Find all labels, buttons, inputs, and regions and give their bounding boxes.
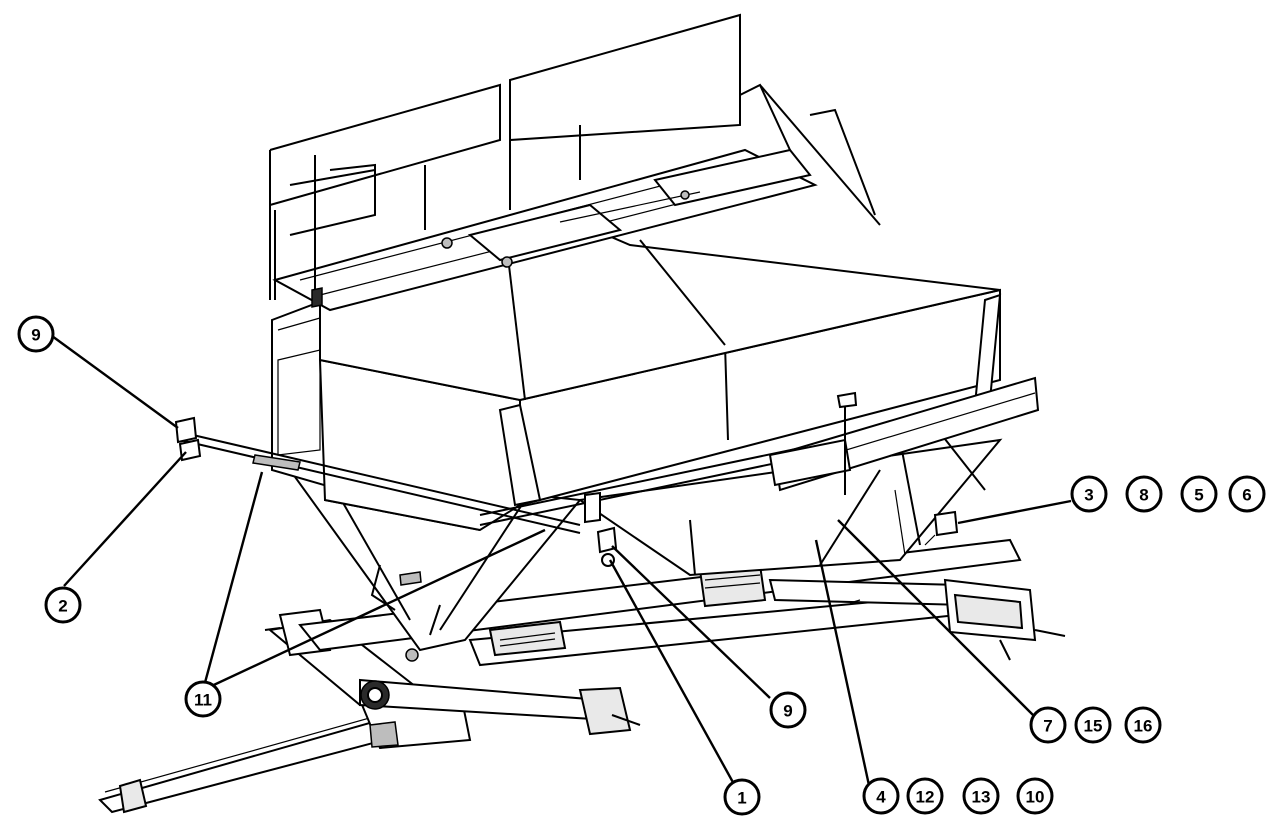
callout-12: 12 <box>906 777 944 815</box>
callout-3: 3 <box>1070 475 1108 513</box>
sensor-block-right <box>924 510 959 546</box>
callout-4: 4 <box>862 777 900 815</box>
svg-text:11: 11 <box>194 691 212 710</box>
svg-text:2: 2 <box>58 597 67 616</box>
svg-text:8: 8 <box>1139 486 1148 505</box>
svg-text:4: 4 <box>876 788 886 807</box>
rear-axle <box>768 537 1066 661</box>
svg-text:13: 13 <box>972 788 991 807</box>
callout-9-center: 9 <box>769 691 807 729</box>
callout-6: 6 <box>1228 475 1266 513</box>
legs-and-braces <box>498 293 1002 546</box>
svg-text:1: 1 <box>737 789 746 808</box>
callout-15: 15 <box>1074 706 1112 744</box>
svg-text:15: 15 <box>1084 717 1103 736</box>
svg-text:3: 3 <box>1084 486 1093 505</box>
side-distribution-pipe <box>768 376 1040 495</box>
svg-text:10: 10 <box>1026 788 1045 807</box>
callout-8: 8 <box>1125 475 1163 513</box>
svg-text:9: 9 <box>31 326 40 345</box>
svg-text:6: 6 <box>1242 486 1251 505</box>
sensor-block-left <box>174 416 202 462</box>
svg-text:5: 5 <box>1194 486 1203 505</box>
callout-2: 2 <box>44 586 82 624</box>
callout-13: 13 <box>962 777 1000 815</box>
callout-16: 16 <box>1124 706 1162 744</box>
callout-5: 5 <box>1180 475 1218 513</box>
svg-text:12: 12 <box>916 788 935 807</box>
svg-text:7: 7 <box>1043 717 1052 736</box>
callout-10: 10 <box>1016 777 1054 815</box>
callout-9-left: 9 <box>17 315 55 353</box>
leader-lines <box>51 335 1072 796</box>
svg-text:16: 16 <box>1134 717 1153 736</box>
callout-11: 11 <box>184 680 222 718</box>
callout-7: 7 <box>1029 706 1067 744</box>
callout-1: 1 <box>723 778 761 816</box>
fill-rail-bar <box>179 431 581 534</box>
svg-text:9: 9 <box>783 702 792 721</box>
guard-rails <box>269 13 881 308</box>
